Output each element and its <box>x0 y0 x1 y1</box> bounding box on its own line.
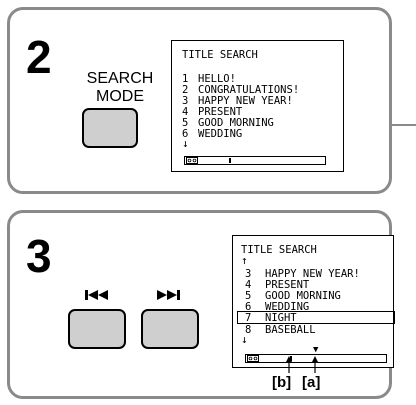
search-mode-label: SEARCH MODE <box>75 70 165 106</box>
step-2-panel: 2 SEARCH MODE TITLE SEARCH 1 HELLO! 2 CO… <box>7 7 392 194</box>
callout-label-a: [a] <box>302 374 321 391</box>
item-title: PRESENT <box>198 106 243 118</box>
item-title: WEDDING <box>265 301 310 313</box>
up-arrow-icon: ↑ <box>241 254 248 267</box>
fast-forward-to-end-icon <box>155 288 183 306</box>
tape-position-marker <box>229 158 231 163</box>
cassette-icon <box>247 355 259 364</box>
callout-label-b: [b] <box>272 374 292 391</box>
item-title: GOOD MORNING <box>198 117 274 129</box>
search-mode-label-line2: MODE <box>96 88 144 105</box>
item-number: 7 <box>245 312 252 324</box>
item-title: GOOD MORNING <box>265 290 341 302</box>
item-number: 2 <box>182 84 189 96</box>
search-cursor-marker: ▼ <box>313 345 319 355</box>
item-title: PRESENT <box>265 279 310 291</box>
item-number: 3 <box>182 95 189 107</box>
down-arrow-icon: ↓ <box>241 333 248 346</box>
item-title: NIGHT <box>265 312 297 324</box>
screen-title: TITLE SEARCH <box>182 49 258 61</box>
item-title: HAPPY NEW YEAR! <box>198 95 293 107</box>
item-number: 6 <box>245 301 252 313</box>
item-number: 5 <box>182 117 189 129</box>
title-search-screen: TITLE SEARCH ↑ 3 HAPPY NEW YEAR! 4 PRESE… <box>232 235 395 368</box>
selected-item-highlight <box>237 311 395 324</box>
search-mode-label-line1: SEARCH <box>86 70 154 87</box>
item-title: BASEBALL <box>265 324 316 336</box>
callout-arrows <box>286 356 318 373</box>
item-number: 4 <box>245 279 252 291</box>
step-number: 2 <box>26 31 52 83</box>
title-search-screen: TITLE SEARCH 1 HELLO! 2 CONGRATULATIONS!… <box>171 40 344 172</box>
item-title: HAPPY NEW YEAR! <box>265 268 360 280</box>
item-title: HELLO! <box>198 73 236 85</box>
tape-position-marker <box>290 356 292 361</box>
item-number: 8 <box>245 324 252 336</box>
item-title: CONGRATULATIONS! <box>198 84 300 96</box>
connector-line <box>392 124 416 126</box>
rewind-button[interactable] <box>68 309 126 349</box>
item-number: 4 <box>182 106 189 118</box>
step-3-panel: 3 TITLE SEARCH ↑ 3 HAPPY NEW YEAR! 4 PRE… <box>7 210 395 399</box>
item-number: 6 <box>182 128 189 140</box>
item-title: WEDDING <box>198 128 243 140</box>
rewind-to-start-icon <box>83 288 111 306</box>
item-number: 5 <box>245 290 252 302</box>
tape-position-bar <box>184 156 326 165</box>
search-mode-button[interactable] <box>82 108 138 148</box>
down-arrow-icon: ↓ <box>182 137 189 150</box>
step-number: 3 <box>26 230 52 282</box>
cassette-icon <box>186 157 198 166</box>
fast-forward-button[interactable] <box>141 309 199 349</box>
screen-title: TITLE SEARCH <box>241 244 317 256</box>
item-number: 1 <box>182 73 189 85</box>
item-number: 3 <box>245 268 252 280</box>
